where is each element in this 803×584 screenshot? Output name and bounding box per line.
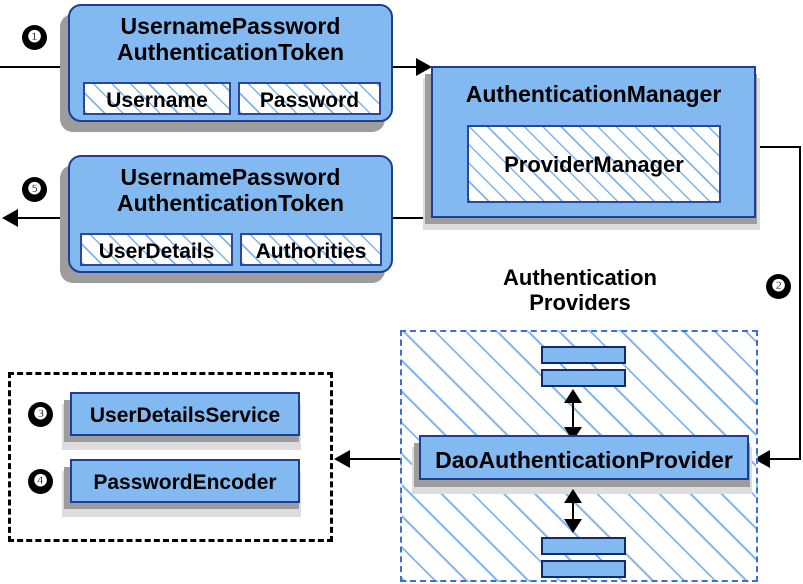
response-token-field-userdetails[interactable]: UserDetails bbox=[80, 233, 233, 266]
provider-placeholder-top-2[interactable] bbox=[541, 369, 626, 387]
connector-manager-to-provider bbox=[768, 458, 801, 460]
connector-provider-to-dependencies bbox=[350, 458, 418, 460]
providers-group-caption: Authentication Providers bbox=[503, 265, 657, 316]
marker-3: ❸ bbox=[28, 402, 53, 427]
request-token-field-username[interactable]: Username bbox=[83, 82, 231, 115]
arrowhead-outgoing-response bbox=[2, 209, 18, 227]
authentication-manager-node[interactable]: AuthenticationManager ProviderManager bbox=[431, 66, 756, 218]
passwordencoder-label: PasswordEncoder bbox=[93, 471, 277, 494]
provider-placeholder-bottom-2[interactable] bbox=[541, 560, 626, 578]
userdetailsservice-label: UserDetailsService bbox=[89, 404, 281, 427]
dao-authentication-provider-node[interactable]: DaoAuthenticationProvider bbox=[419, 435, 749, 480]
connector-token-to-manager bbox=[382, 66, 427, 68]
dao-authentication-provider-label: DaoAuthenticationProvider bbox=[435, 447, 733, 473]
passwordencoder-node[interactable]: PasswordEncoder bbox=[70, 459, 300, 503]
arrowhead-provider-down bbox=[564, 519, 582, 533]
provider-manager-label: ProviderManager bbox=[504, 152, 684, 177]
provider-manager-node[interactable]: ProviderManager bbox=[467, 125, 721, 203]
marker-1: ❶ bbox=[22, 25, 47, 50]
connector-outgoing-response bbox=[16, 217, 80, 219]
connector-manager-to-response bbox=[382, 217, 432, 219]
request-token-field-password-label: Password bbox=[259, 89, 360, 112]
request-token-field-password[interactable]: Password bbox=[238, 82, 381, 115]
provider-placeholder-bottom-1[interactable] bbox=[541, 537, 626, 555]
request-token-node[interactable]: UsernamePassword AuthenticationToken Use… bbox=[68, 4, 393, 122]
response-token-node[interactable]: UsernamePassword AuthenticationToken Use… bbox=[68, 155, 393, 273]
connector-manager-down bbox=[799, 146, 801, 459]
request-token-title: UsernamePassword AuthenticationToken bbox=[116, 13, 344, 65]
response-token-field-authorities-label: Authorities bbox=[255, 240, 367, 263]
connector-provider-down-link bbox=[572, 496, 574, 528]
request-token-field-username-label: Username bbox=[106, 89, 208, 112]
arrowhead-manager-to-provider bbox=[754, 450, 770, 468]
connector-provider-up-link bbox=[572, 396, 574, 436]
connector-manager-right bbox=[756, 146, 801, 148]
response-token-field-authorities[interactable]: Authorities bbox=[240, 233, 382, 266]
connector-incoming-request bbox=[0, 66, 80, 68]
marker-4: ❹ bbox=[28, 469, 53, 494]
marker-2: ❷ bbox=[766, 274, 791, 299]
userdetailsservice-node[interactable]: UserDetailsService bbox=[70, 392, 300, 436]
arrowhead-token-to-manager bbox=[416, 58, 432, 76]
arrowhead-provider-up bbox=[564, 389, 582, 403]
arrowhead-provider-down-upper bbox=[564, 489, 582, 503]
authentication-manager-title: AuthenticationManager bbox=[465, 81, 722, 107]
marker-5: ❺ bbox=[22, 177, 47, 202]
arrowhead-provider-to-dependencies bbox=[334, 450, 350, 468]
provider-placeholder-top-1[interactable] bbox=[541, 346, 626, 364]
response-token-title: UsernamePassword AuthenticationToken bbox=[116, 164, 344, 216]
response-token-field-userdetails-label: UserDetails bbox=[98, 240, 215, 263]
